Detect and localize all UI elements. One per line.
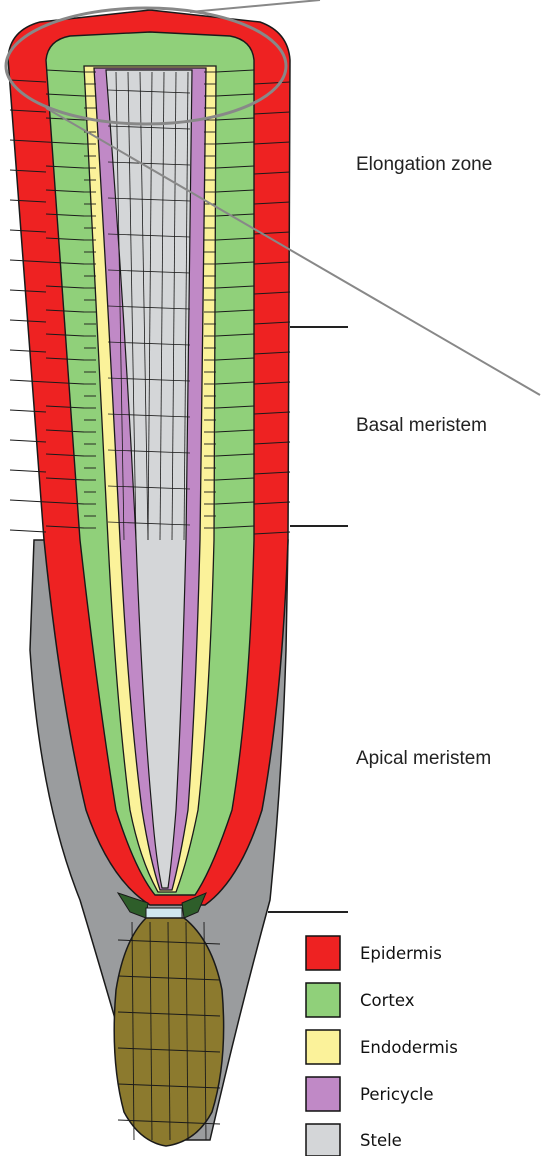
legend-label-epidermis: Epidermis [360, 944, 442, 963]
legend-label-endodermis: Endodermis [360, 1038, 458, 1057]
legend-swatch-cortex [306, 983, 340, 1017]
zone-label-apical: Apical meristem [356, 748, 491, 769]
legend: Epidermis Cortex Endodermis Pericycle St… [306, 936, 458, 1156]
legend-swatch-pericycle [306, 1077, 340, 1111]
zone-label-elongation: Elongation zone [356, 154, 492, 175]
legend-swatch-endodermis [306, 1030, 340, 1064]
legend-swatch-epidermis [306, 936, 340, 970]
legend-label-pericycle: Pericycle [360, 1085, 434, 1104]
cell-wall [10, 530, 46, 532]
quiescent-center [146, 908, 182, 918]
magnifier-line-top [190, 0, 320, 12]
zone-label-basal: Basal meristem [356, 415, 487, 436]
legend-swatch-stele [306, 1124, 340, 1156]
legend-label-stele: Stele [360, 1131, 402, 1150]
legend-label-cortex: Cortex [360, 991, 415, 1010]
